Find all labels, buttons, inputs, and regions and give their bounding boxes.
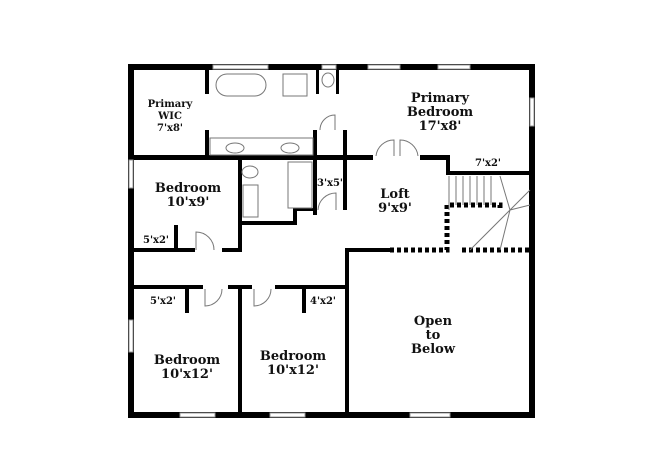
room-labels: Primary WIC 7'x8' Primary Bedroom 17'x8'… [143, 91, 501, 382]
sink-icon [225, 142, 245, 154]
bathtub-icon [287, 161, 313, 209]
door [195, 231, 215, 251]
bedroom-size: 10'x12' [161, 367, 213, 382]
primary-wic-label: WIC [157, 111, 182, 122]
primary-wic-size: 7'x8' [157, 123, 183, 134]
shower-icon [282, 73, 308, 97]
closet-size: 4'x2' [310, 296, 336, 307]
double-door [375, 139, 419, 157]
closet-size: 3'x5' [317, 178, 343, 189]
door [319, 114, 336, 131]
bathtub-icon [215, 73, 267, 97]
primary-bedroom-label: Primary [411, 91, 470, 106]
closet-size: 5'x2' [150, 296, 176, 307]
open-to-below-label: to [426, 328, 441, 343]
door [317, 192, 337, 211]
toilet-icon [241, 165, 259, 179]
sink-icon [280, 142, 300, 154]
door [204, 288, 223, 307]
loft-size: 9'x9' [378, 201, 412, 216]
bedroom-label: Bedroom [154, 353, 221, 368]
closet-size: 7'x2' [475, 158, 501, 169]
bedroom-label: Bedroom [260, 349, 327, 364]
open-to-below-label: Open [414, 314, 453, 329]
closet-size: 5'x2' [143, 235, 169, 246]
open-to-below-label: Below [411, 342, 456, 357]
bedroom-size: 10'x12' [267, 363, 319, 378]
windows [128, 64, 535, 418]
fixtures [195, 72, 531, 307]
primary-wic-label: Primary [148, 99, 194, 110]
vanity [242, 184, 259, 218]
primary-bedroom-size: 17'x8' [419, 119, 462, 134]
stairs [448, 175, 531, 251]
loft-label: Loft [380, 187, 409, 202]
vanity [209, 137, 314, 156]
toilet-icon [321, 72, 335, 88]
primary-bedroom-label: Bedroom [407, 105, 474, 120]
bedroom-label: Bedroom [155, 181, 222, 196]
bedroom-size: 10'x9' [167, 195, 210, 210]
door [253, 288, 272, 307]
